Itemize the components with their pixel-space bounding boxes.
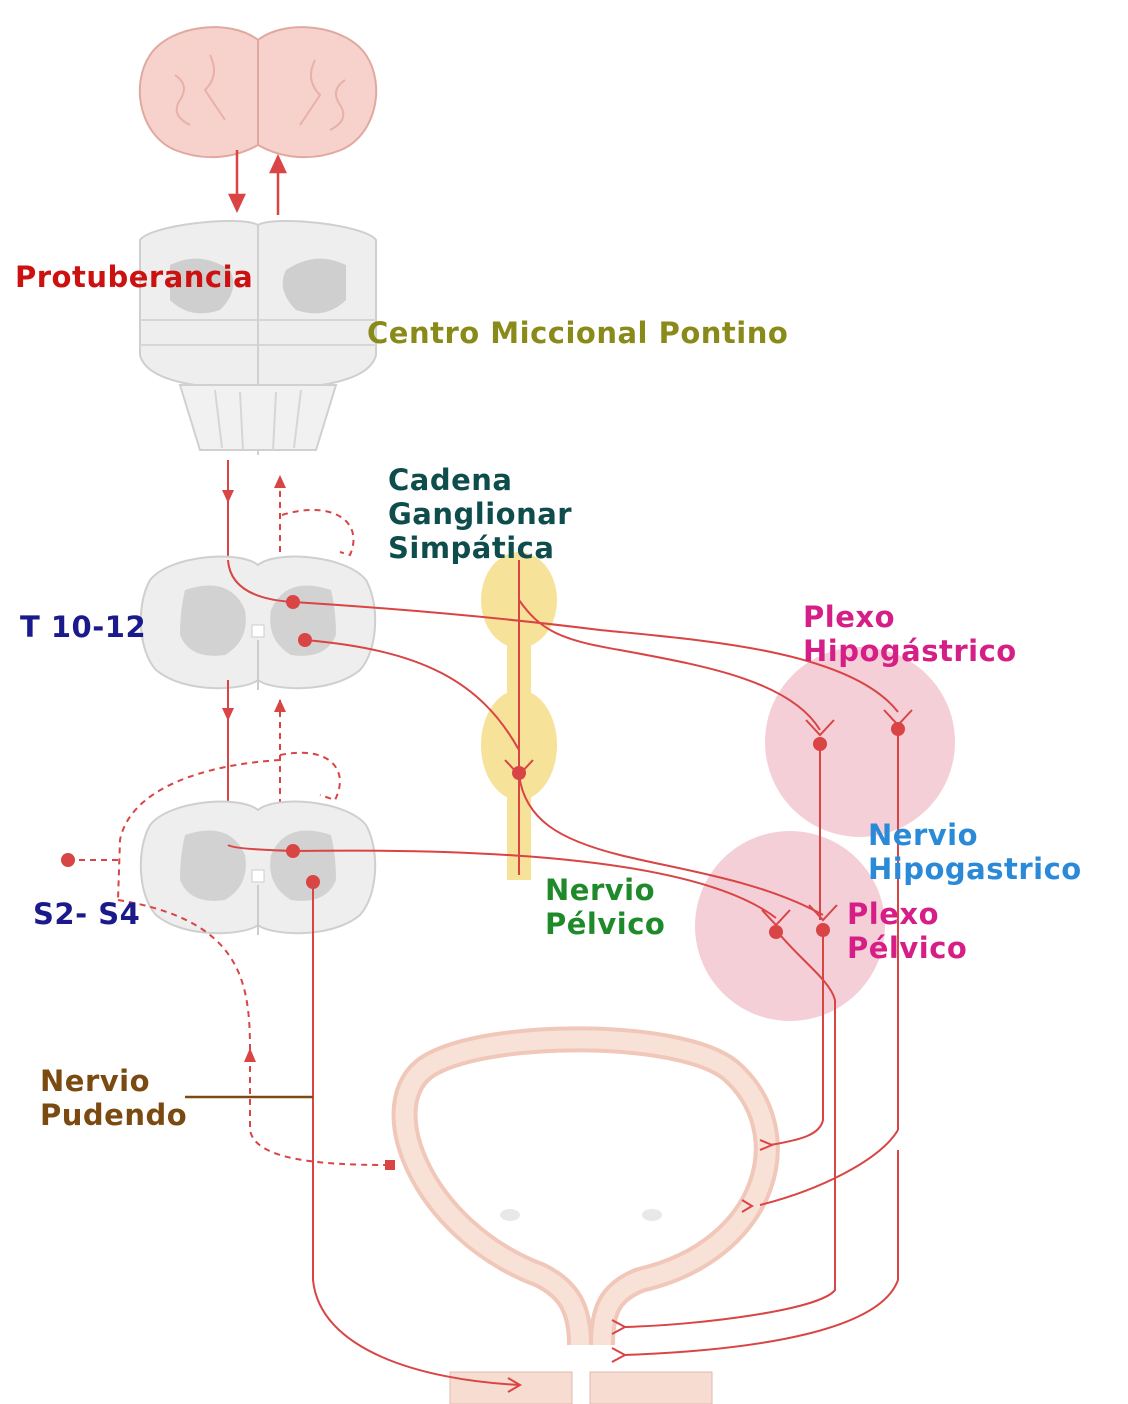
label-protuberancia: Protuberancia (15, 260, 253, 294)
pons (140, 221, 376, 455)
label-plexo-hipogastrico: Plexo Hipogástrico (803, 600, 1017, 668)
label-nervio-pudendo-line1: Nervio (40, 1064, 187, 1098)
label-nervio-hipogastrico: Nervio Hipogastrico (868, 818, 1082, 886)
label-plexo-pelvico-line1: Plexo (847, 897, 967, 931)
label-centro-miccional: Centro Miccional Pontino (367, 316, 788, 350)
label-cadena-line3: Simpática (388, 531, 572, 565)
brain-pons-arrows (230, 150, 285, 215)
label-plexo-pelvico-line2: Pélvico (847, 931, 967, 965)
label-cadena-ganglionar: Cadena Ganglionar Simpática (388, 463, 572, 565)
label-nervio-pelvico-line2: Pélvico (545, 907, 665, 941)
label-cadena-line2: Ganglionar (388, 497, 572, 531)
hypogastric-plexus (765, 647, 955, 837)
brain (140, 27, 376, 157)
label-plexo-hipogastrico-line1: Plexo (803, 600, 1017, 634)
label-s2-s4: S2- S4 (33, 897, 140, 931)
label-nervio-hipogastrico-line2: Hipogastrico (868, 852, 1082, 886)
label-t10-12: T 10-12 (20, 610, 146, 644)
label-nervio-pelvico: Nervio Pélvico (545, 873, 665, 941)
label-cadena-line1: Cadena (388, 463, 572, 497)
pons-t10-pathways (222, 460, 354, 560)
label-plexo-pelvico: Plexo Pélvico (847, 897, 967, 965)
spinal-cord-t10-12 (141, 557, 375, 690)
label-nervio-pudendo-line2: Pudendo (40, 1098, 187, 1132)
label-nervio-hipogastrico-line1: Nervio (868, 818, 1082, 852)
label-nervio-pelvico-line1: Nervio (545, 873, 665, 907)
label-nervio-pudendo: Nervio Pudendo (40, 1064, 187, 1132)
label-plexo-hipogastrico-line2: Hipogástrico (803, 634, 1017, 668)
